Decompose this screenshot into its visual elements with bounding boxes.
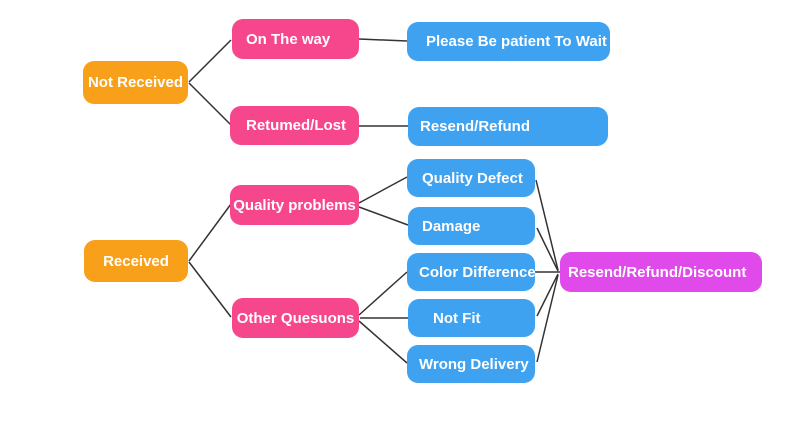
node-wrong-delivery: Wrong Delivery xyxy=(407,345,535,383)
edge-line xyxy=(536,273,559,317)
edge-line xyxy=(358,271,408,316)
edge-line xyxy=(358,38,408,42)
node-other-quesuons: Other Quesuons xyxy=(232,298,359,338)
node-on-the-way: On The way xyxy=(232,19,359,59)
edge-line xyxy=(188,39,232,83)
node-resend-refund-discount: Resend/Refund/Discount xyxy=(560,252,762,292)
edge-line xyxy=(188,203,232,262)
edge-line xyxy=(536,227,559,272)
edge-line xyxy=(535,179,559,271)
node-damage: Damage xyxy=(408,207,535,245)
edge-line xyxy=(536,274,559,363)
edge-line xyxy=(358,206,409,226)
node-received: Received xyxy=(84,240,188,282)
edge-line xyxy=(358,176,408,204)
node-color-difference: Color Difference xyxy=(407,253,536,291)
node-returned-lost: Retumed/Lost xyxy=(230,106,359,145)
node-quality-defect: Quality Defect xyxy=(407,159,535,197)
node-please-be-patient-to-wait: Please Be patient To Wait xyxy=(407,22,610,61)
node-not-fit: Not Fit xyxy=(408,299,535,337)
node-resend-refund: Resend/Refund xyxy=(408,107,608,146)
node-not-received: Not Received xyxy=(83,61,188,104)
edge-line xyxy=(188,261,232,318)
edge-line xyxy=(358,320,408,364)
node-quality-problems: Quality problems xyxy=(230,185,359,225)
edge-line xyxy=(188,82,232,126)
